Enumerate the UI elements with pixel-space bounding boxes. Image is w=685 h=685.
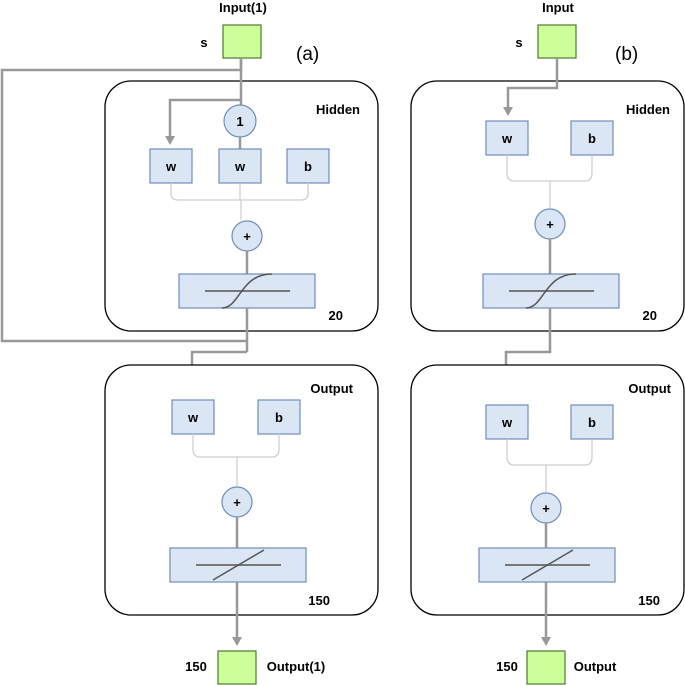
output-node-b[interactable]: [526, 650, 566, 685]
purelin-icon: [212, 549, 265, 581]
hidden-sum-bracket-a: [170, 183, 309, 220]
input-to-w-wire-b: [503, 58, 559, 116]
input-title-b: Input: [542, 0, 574, 15]
hidden-weight-2-a[interactable]: [218, 148, 262, 184]
output-sum-bracket-a: [192, 434, 280, 486]
panel-label-a: (a): [296, 44, 319, 65]
hidden-w1-label-a: w: [165, 159, 177, 174]
input-symbol-a: s: [200, 35, 207, 50]
output-node-a[interactable]: [217, 650, 257, 685]
output-size-a: 150: [308, 593, 330, 608]
output-b-label-b: b: [588, 415, 596, 430]
hidden-size-b: 20: [643, 308, 657, 323]
hidden-bias-b[interactable]: [570, 120, 614, 156]
input-title-a: Input(1): [219, 0, 267, 15]
input-to-w1-wire-a: [165, 98, 241, 145]
out-size-label-a: 150: [185, 659, 207, 674]
output-title-b: Output: [628, 381, 671, 396]
out-size-label-b: 150: [496, 659, 518, 674]
output-w-label-a: w: [187, 410, 199, 425]
const-label-a: 1: [236, 114, 243, 129]
hidden-sum-label-b: +: [546, 217, 554, 232]
hidden-title-b: Hidden: [626, 102, 670, 117]
input-node-a[interactable]: [222, 24, 262, 59]
input-node-b[interactable]: [537, 24, 577, 59]
panel-label-b: (b): [615, 44, 638, 65]
output-sum-bracket-b: [506, 439, 593, 492]
purelin-icon: [521, 549, 574, 581]
out-title-b: Output: [574, 659, 617, 674]
output-title-a: Output: [310, 381, 353, 396]
hidden-sum-bracket-b: [506, 155, 593, 208]
out-title-a: Output(1): [267, 659, 325, 674]
output-weight-a[interactable]: [171, 399, 215, 435]
output-bias-a[interactable]: [257, 399, 301, 435]
output-weight-b[interactable]: [485, 404, 529, 440]
tansig-icon: [525, 273, 577, 309]
hidden-size-a: 20: [329, 308, 343, 323]
hidden-b-label-b: b: [588, 131, 596, 146]
output-size-b: 150: [638, 593, 660, 608]
diagram-b: (b) Input s Hidden 20 w b + Output 150 w…: [410, 0, 685, 685]
tansig-icon: [221, 273, 273, 309]
hidden-w2-label-a: w: [234, 159, 246, 174]
hidden-layer-b[interactable]: [410, 80, 685, 332]
output-sum-label-a: +: [233, 495, 241, 510]
hidden-sum-label-a: +: [243, 229, 251, 244]
hidden-title-a: Hidden: [316, 102, 360, 117]
hidden-weight-1-a[interactable]: [149, 148, 193, 184]
input-symbol-b: s: [515, 35, 522, 50]
hidden-w-label-b: w: [501, 131, 513, 146]
output-sum-label-b: +: [542, 501, 550, 516]
hidden-b-label-a: b: [304, 159, 312, 174]
hidden-weight-b[interactable]: [485, 120, 529, 156]
diagram-a: (a) Input(1) s Hidden 20 1 w w b +: [0, 0, 379, 685]
output-bias-b[interactable]: [570, 404, 614, 440]
output-w-label-b: w: [501, 415, 513, 430]
output-b-label-a: b: [275, 410, 283, 425]
